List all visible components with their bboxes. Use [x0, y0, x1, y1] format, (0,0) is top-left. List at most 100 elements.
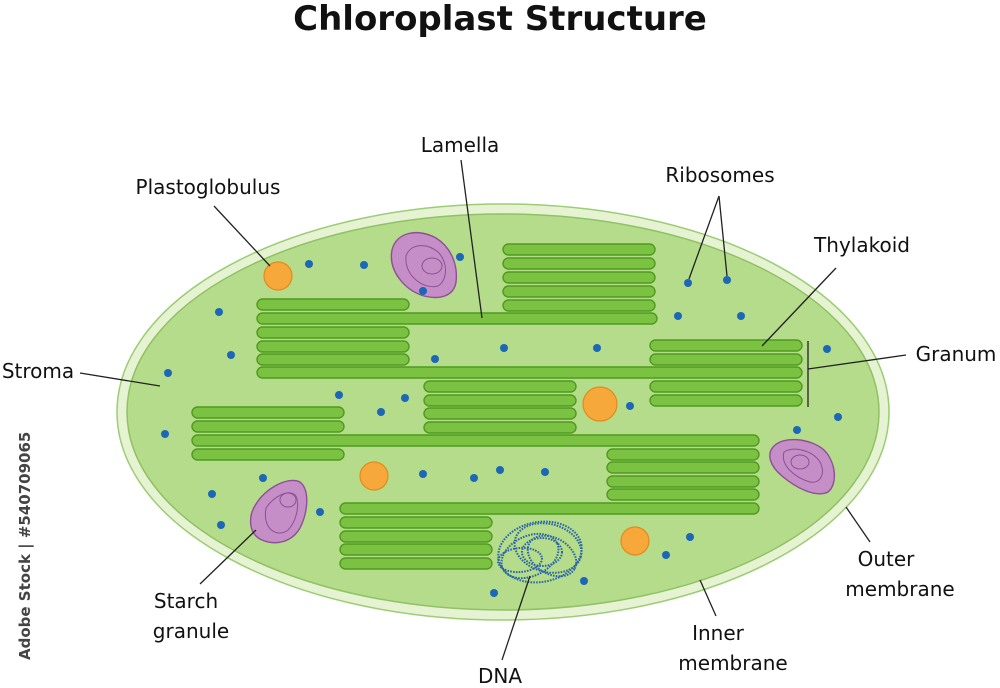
starch-granule-ring	[421, 257, 443, 275]
granum-left-lower	[191, 406, 760, 461]
ribosome	[580, 577, 588, 585]
starch-granule	[390, 231, 458, 299]
label-thylakoid: Thylakoid	[813, 233, 910, 257]
ribosome	[686, 533, 694, 541]
label-starch-line1: Starch	[154, 589, 218, 613]
thylakoid-disc	[256, 353, 410, 366]
ribosome	[737, 312, 745, 320]
stroma-leader	[79, 372, 161, 387]
granum-center	[423, 380, 577, 434]
thylakoid-leader	[761, 267, 837, 347]
label-outer-line2: membrane	[845, 577, 954, 601]
stroma-lamella	[191, 434, 760, 447]
dna-loops	[497, 520, 583, 584]
ribosome	[684, 279, 692, 287]
ribosome	[360, 261, 368, 269]
ribosome	[227, 351, 235, 359]
leader-lines	[79, 159, 907, 661]
ribosome	[335, 391, 343, 399]
ribosome	[305, 260, 313, 268]
thylakoid-disc	[256, 298, 410, 311]
ribosome	[316, 508, 324, 516]
ribosome	[593, 344, 601, 352]
granum-bottom-left	[339, 516, 493, 570]
ribosome	[164, 369, 172, 377]
dna-strand	[521, 537, 563, 567]
thylakoid-disc	[606, 475, 760, 488]
thylakoid-disc	[423, 407, 577, 420]
starch-granule-right	[769, 439, 835, 495]
ribosome	[431, 355, 439, 363]
dna-strand	[526, 534, 578, 578]
thylakoid-disc	[191, 420, 345, 433]
starch-granule-ring	[279, 492, 297, 508]
granum-lower-right	[606, 448, 760, 501]
plastoglobulus	[359, 461, 389, 491]
ribosomes-group	[161, 253, 842, 597]
thylakoid-disc	[606, 488, 760, 501]
label-plastoglobulus: Plastoglobulus	[136, 175, 281, 199]
thylakoid-disc	[502, 285, 656, 298]
thylakoid-disc	[502, 243, 656, 256]
thylakoid-disc	[191, 406, 345, 419]
thylakoid-disc	[606, 461, 760, 474]
ribosome	[793, 426, 801, 434]
label-lamella: Lamella	[421, 133, 500, 157]
ribosome	[208, 490, 216, 498]
ribosome	[470, 474, 478, 482]
outer-membrane-leader	[845, 506, 871, 543]
thylakoid-disc	[423, 380, 577, 393]
ribosome	[500, 344, 508, 352]
thylakoid-disc	[423, 421, 577, 434]
lamella-leader	[460, 159, 483, 319]
thylakoid-disc	[339, 516, 493, 529]
stroma-lamella	[339, 502, 760, 515]
ribosome	[834, 413, 842, 421]
label-outer-line1: Outer	[858, 547, 916, 571]
thylakoid-disc	[256, 326, 410, 339]
starch-granule-ring	[790, 454, 810, 470]
ribosome	[541, 468, 549, 476]
starch-granule-ring	[782, 448, 823, 483]
stroma-lamella	[256, 312, 658, 325]
thylakoid-disc	[502, 299, 656, 312]
starch-granule-top	[390, 231, 458, 299]
plastoglobulus	[263, 261, 293, 291]
starch-granule-ring	[264, 492, 299, 534]
ribosome	[419, 287, 427, 295]
thylakoid-disc	[423, 394, 577, 407]
ribosome	[674, 312, 682, 320]
ribosome	[490, 589, 498, 597]
granum-right-middle	[649, 339, 803, 407]
granum-leader	[807, 354, 907, 370]
ribosomes-leader	[718, 195, 728, 277]
thylakoid-disc	[502, 257, 656, 270]
thylakoid-disc	[649, 339, 803, 352]
thylakoid-disc	[191, 448, 345, 461]
ribosome	[823, 345, 831, 353]
thylakoid-disc	[339, 557, 493, 570]
ribosome	[217, 521, 225, 529]
label-granum: Granum	[916, 342, 997, 366]
thylakoid-disc	[649, 353, 803, 366]
label-inner-line1: Inner	[692, 621, 745, 645]
ribosome	[161, 430, 169, 438]
label-inner-line2: membrane	[678, 651, 787, 675]
ribosome	[496, 466, 504, 474]
ribosome	[662, 551, 670, 559]
plastoglobulus	[582, 386, 618, 422]
label-starch-line2: granule	[153, 619, 229, 643]
thylakoid-disc	[606, 448, 760, 461]
thylakoid-disc	[339, 543, 493, 556]
starch-granule-ring	[405, 245, 446, 288]
label-ribosomes: Ribosomes	[665, 163, 774, 187]
ribosomes-leader	[688, 195, 720, 280]
ribosome	[456, 253, 464, 261]
label-stroma: Stroma	[2, 359, 74, 383]
thylakoid-disc	[339, 530, 493, 543]
plastoglobulus	[620, 526, 650, 556]
watermark-text: Adobe Stock | #540709065	[16, 432, 35, 660]
ribosome	[723, 276, 731, 284]
dna-strand	[497, 546, 543, 574]
